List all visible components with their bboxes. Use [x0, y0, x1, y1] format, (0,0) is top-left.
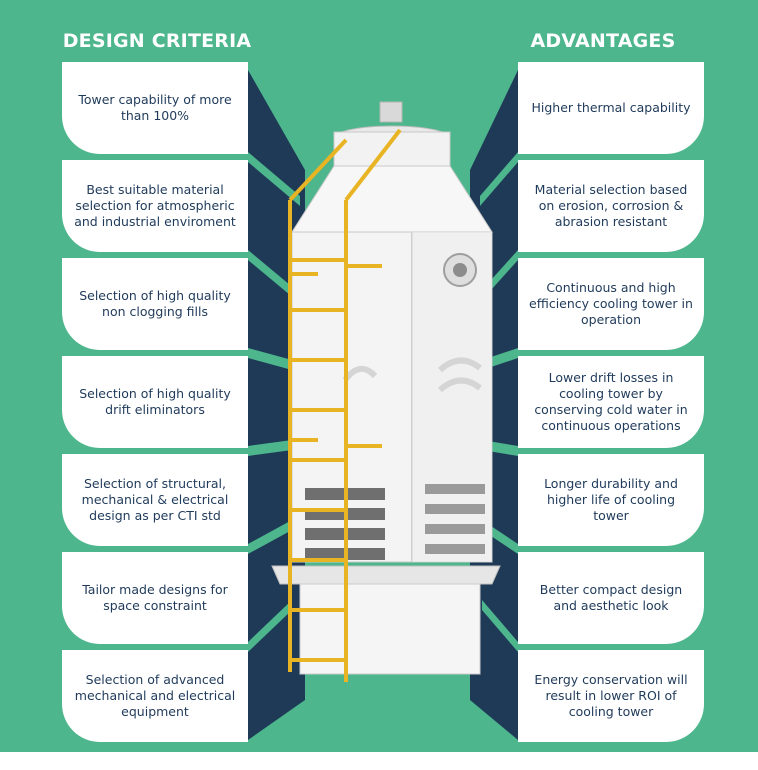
ladder [288, 128, 402, 682]
criteria-text: Tower capability of more than 100% [78, 92, 232, 123]
criteria-text: Selection of structural, mechanical & el… [81, 476, 229, 523]
criteria-text: Selection of high quality drift eliminat… [79, 386, 231, 417]
criteria-card-4: Selection of high quality drift eliminat… [62, 356, 248, 448]
advantages-heading: ADVANTAGES [530, 30, 676, 52]
advantage-card-5: Longer durability and higher life of coo… [518, 454, 704, 546]
criteria-card-2: Best suitable material selection for atm… [62, 160, 248, 252]
advantage-card-6: Better compact design and aesthetic look [518, 552, 704, 644]
advantage-text: Energy conservation will result in lower… [534, 672, 688, 719]
bottom-strip [0, 752, 758, 770]
advantage-card-7: Energy conservation will result in lower… [518, 650, 704, 742]
criteria-text: Selection of advanced mechanical and ele… [74, 672, 236, 719]
criteria-card-5: Selection of structural, mechanical & el… [62, 454, 248, 546]
tower-body [271, 101, 501, 675]
advantage-card-2: Material selection based on erosion, cor… [518, 160, 704, 252]
criteria-text: Best suitable material selection for atm… [74, 182, 236, 229]
advantage-text: Better compact design and aesthetic look [539, 582, 683, 613]
criteria-text: Tailor made designs for space constraint [82, 582, 228, 613]
left-connectors [248, 152, 300, 652]
advantage-text: Material selection based on erosion, cor… [534, 182, 688, 229]
advantage-card-1: Higher thermal capability [518, 62, 704, 154]
criteria-card-1: Tower capability of more than 100% [62, 62, 248, 154]
advantage-text: Lower drift losses in cooling tower by c… [534, 370, 688, 433]
criteria-card-6: Tailor made designs for space constraint [62, 552, 248, 644]
criteria-card-7: Selection of advanced mechanical and ele… [62, 650, 248, 742]
criteria-text: Selection of high quality non clogging f… [79, 288, 231, 319]
advantage-text: Continuous and high efficiency cooling t… [529, 280, 693, 327]
advantage-text: Higher thermal capability [531, 100, 691, 115]
design-criteria-heading: DESIGN CRITERIA [62, 30, 252, 52]
advantage-card-4: Lower drift losses in cooling tower by c… [518, 356, 704, 448]
advantage-card-3: Continuous and high efficiency cooling t… [518, 258, 704, 350]
criteria-card-3: Selection of high quality non clogging f… [62, 258, 248, 350]
advantage-text: Longer durability and higher life of coo… [544, 476, 678, 523]
